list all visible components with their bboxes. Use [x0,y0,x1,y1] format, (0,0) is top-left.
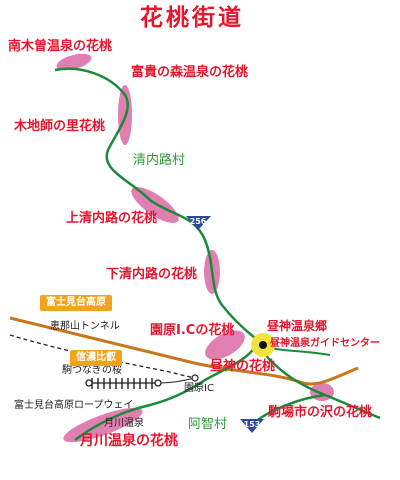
hirugami-onsen-dot [259,341,267,349]
village-label-seinaiji: 清内路村 [133,153,186,168]
tsukikawa-onsen-label: 月川温泉 [104,418,144,429]
route-153-line [254,393,326,423]
tunnel-label: 恵那山トンネル [50,321,120,332]
road-sonohara-branch [74,341,260,442]
ropeway-station-right [154,379,162,387]
route-256-number: 256 [189,217,207,226]
sign-fujimidai: 富士見台高原 [40,295,112,311]
route-256-shield [186,216,211,230]
expressway-line [9,316,359,386]
sign-shinano-hiei: 信濃比叡 [70,350,122,366]
route-256-line [54,67,381,420]
village-label-achi: 阿智村 [188,417,228,432]
blossom-area-nankiso [56,53,92,71]
onsen-label-hirugami: 昼神温泉郷 [267,319,328,333]
spot-label-kijishi: 木地師の里花桃 [14,119,106,134]
spot-label-kamikiyo: 上清内路の花桃 [66,211,158,226]
spot-label-nankiso: 南木曽温泉の花桃 [8,39,113,54]
ropeway-label: 富士見台高原ロープウェイ [14,400,134,411]
blossom-area-sonohara-ic [205,330,245,360]
page-title: 花桃街道 [140,4,244,31]
cherry-tree-label: 駒つなぎの桜 [62,365,122,376]
guide-center-label: 昼神温泉ガイドセンター [270,338,380,349]
route-153-number: 153 [243,420,261,429]
spot-label-tsukikawa: 月川温泉の花桃 [80,433,178,449]
spot-label-komaba: 駒場市の沢の花桃 [268,405,373,420]
spot-label-fuki: 富貴の森温泉の花桃 [131,65,249,80]
blossom-area-kamikiyo [131,186,179,224]
route-153-shield [240,419,264,433]
spot-label-shimokiyo: 下清内路の花桃 [106,267,198,282]
ic-label: 園原IC [184,383,214,394]
spot-label-hirugami: 昼神の花桃 [210,359,276,374]
ropeway-station-left [85,379,93,387]
spot-label-sonohara-ic: 園原I.Cの花桃 [150,323,235,338]
sonohara-ic-marker [191,374,199,382]
tunnel-line [9,334,196,379]
